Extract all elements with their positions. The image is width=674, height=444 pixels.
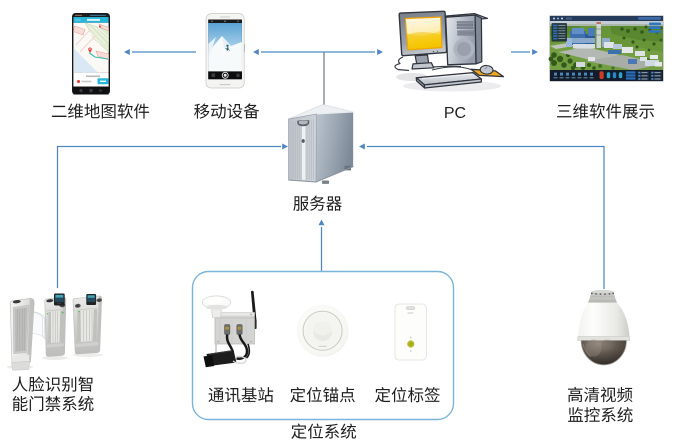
svg-text:PC: PC <box>444 105 466 122</box>
